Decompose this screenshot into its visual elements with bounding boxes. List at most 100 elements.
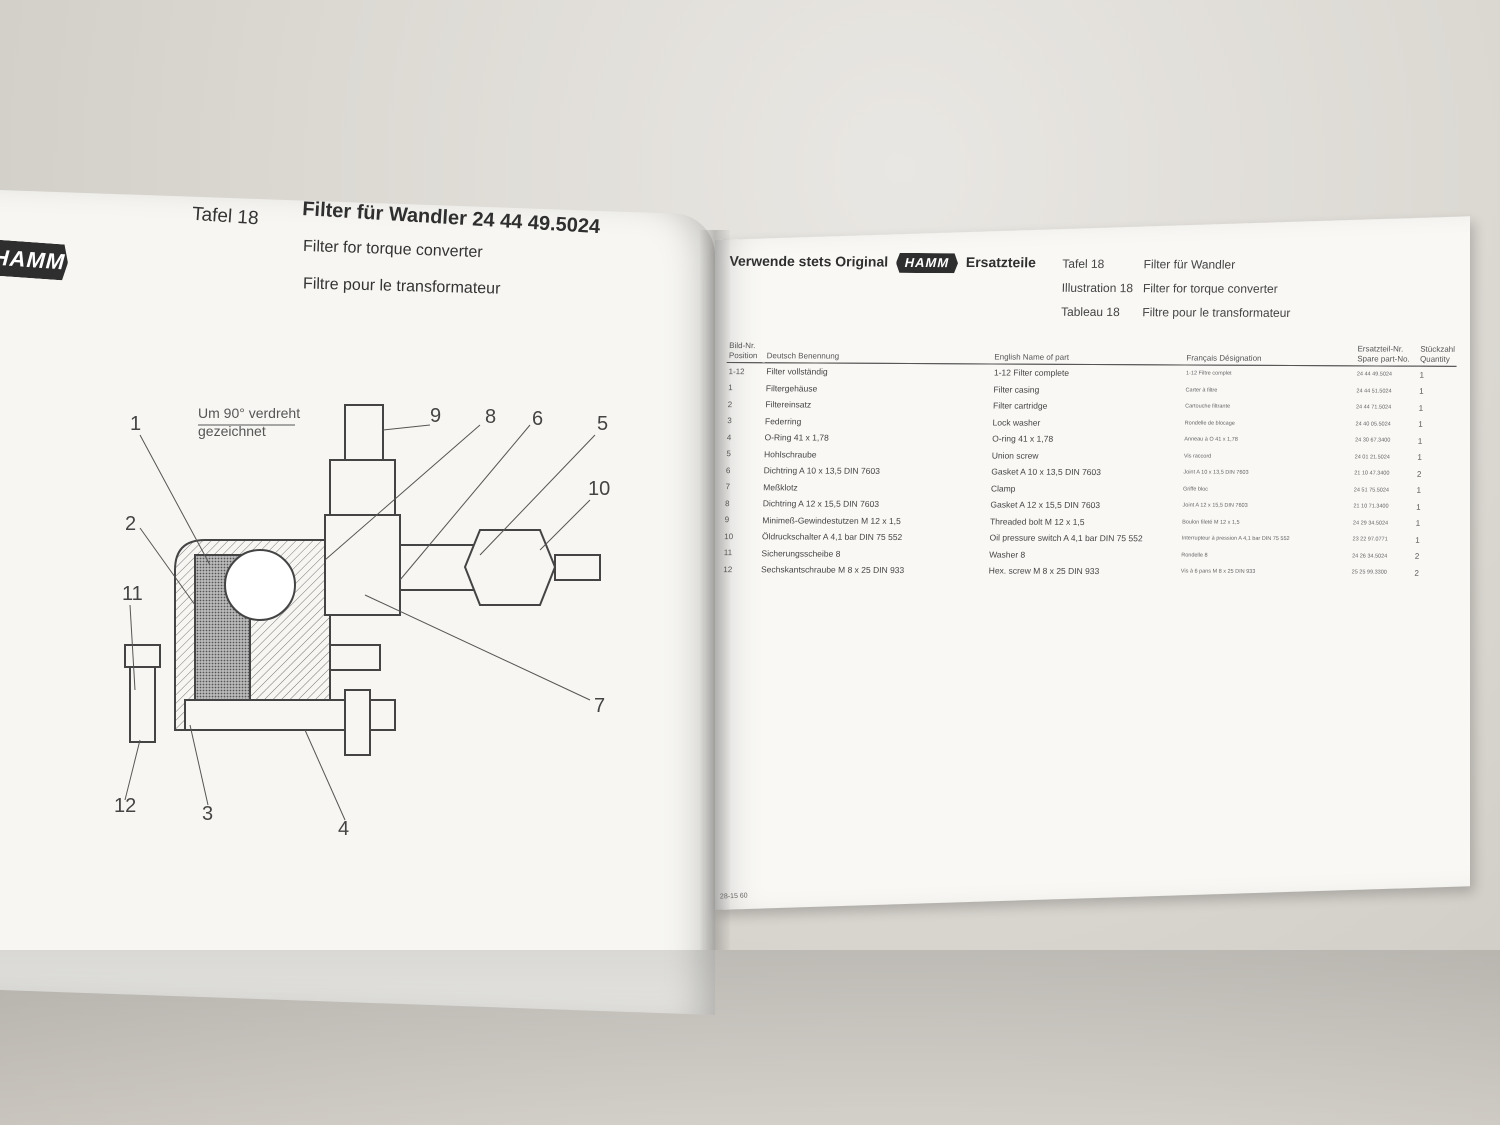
- cell-en: Clamp: [990, 483, 1016, 494]
- cell-de: Federring: [764, 416, 802, 427]
- cell-de: Dichtring A 10 x 13,5 DIN 7603: [763, 465, 881, 477]
- brand-line: Verwende stets Original HAMM Ersatzteile: [729, 252, 1036, 274]
- cell-pos: 11: [723, 548, 733, 558]
- cell-de: Öldruckschalter A 4,1 bar DIN 75 552: [761, 531, 903, 543]
- header-quantity: Stückzahl Quantity: [1417, 343, 1458, 367]
- cell-qty: 1: [1418, 403, 1424, 413]
- cell-pos: 4: [726, 432, 732, 442]
- tafel-row-label: Tafel 18: [1062, 256, 1105, 271]
- cell-qty: 1: [1418, 419, 1423, 429]
- cell-no: 23 22 97.0771: [1352, 536, 1388, 543]
- cell-fr: Griffe bloc: [1182, 486, 1209, 493]
- cell-de: Sechskantschraube M 8 x 25 DIN 933: [760, 564, 905, 576]
- filter-technical-drawing: 1 2 3 4 5 6 7 8 9 10 11 12 Um 90° verdre…: [114, 404, 610, 840]
- cell-de: Filter vollständig: [766, 366, 828, 377]
- cell-qty: 1: [1416, 502, 1421, 512]
- header-part-number: Ersatzteil-Nr. Spare part-No.: [1355, 343, 1419, 367]
- header-english: English Name of part: [992, 341, 1185, 365]
- page-code: 28-15 60: [719, 892, 748, 901]
- cell-fr: Rondelle de blocage: [1184, 420, 1235, 427]
- cell-fr: Interrupteur à pression A 4,1 bar DIN 75…: [1181, 535, 1290, 543]
- callout-8: 8: [485, 406, 496, 428]
- cell-fr: Joint A 12 x 15,5 DIN 7603: [1182, 502, 1248, 510]
- parts-list-section: Verwende stets Original HAMM Ersatzteile…: [715, 240, 1460, 624]
- cell-pos: 12: [723, 564, 733, 574]
- tafel-row-label: Tableau 18: [1060, 304, 1120, 320]
- cell-pos: 7: [725, 482, 731, 492]
- cell-fr: Joint A 10 x 13,5 DIN 7603: [1183, 469, 1249, 477]
- cell-en: O-ring 41 x 1,78: [992, 433, 1054, 445]
- cell-fr: Vis raccord: [1183, 453, 1212, 460]
- cell-qty: 2: [1414, 568, 1419, 578]
- cell-fr: Rondelle 8: [1181, 552, 1208, 559]
- tafel-label: Tafel 18: [191, 203, 260, 230]
- cell-no: 24 40 05.5024: [1355, 421, 1391, 428]
- cell-fr: Anneau à O 41 x 1,78: [1184, 436, 1238, 444]
- tafel-row-title: Filter for torque converter: [1142, 281, 1278, 296]
- tafel-row-title: Filtre pour le transformateur: [1142, 305, 1291, 320]
- cell-fr: Boulon fileté M 12 x 1,5: [1182, 519, 1240, 526]
- brand-prefix: Verwende stets Original: [729, 252, 889, 270]
- cell-no: 24 01 21.5024: [1354, 454, 1390, 461]
- cell-de: Sicherungsscheibe 8: [761, 548, 841, 559]
- cell-qty: 1: [1417, 436, 1423, 446]
- cell-de: Filtergehäuse: [765, 383, 818, 394]
- cell-fr: 1-12 Filtre complet: [1185, 370, 1232, 377]
- cell-pos: 3: [727, 416, 732, 426]
- callout-9: 9: [430, 405, 441, 427]
- cell-no: 24 44 51.5024: [1356, 388, 1392, 395]
- cell-en: Union screw: [991, 450, 1039, 461]
- cell-fr: Cartouche filtrante: [1185, 403, 1231, 410]
- callout-11: 11: [122, 583, 143, 605]
- book-gutter: [700, 230, 730, 950]
- cell-de: Hohlschraube: [763, 449, 817, 460]
- callout-12: 12: [114, 795, 136, 817]
- callout-3: 3: [202, 803, 213, 825]
- cell-no: 24 44 71.5024: [1355, 404, 1392, 411]
- cell-de: Minimeß-Gewindestutzen M 12 x 1,5: [762, 515, 901, 526]
- cell-en: Hex. screw M 8 x 25 DIN 933: [988, 565, 1100, 577]
- cell-qty: 1: [1415, 535, 1420, 545]
- cell-qty: 2: [1414, 551, 1420, 561]
- cell-pos: 6: [725, 465, 731, 475]
- tafel-row: Tableau 18 Filtre pour le transformateur: [1061, 300, 1291, 325]
- cell-en: 1-12 Filter complete: [993, 367, 1070, 379]
- cell-no: 24 51 75.5024: [1353, 487, 1390, 494]
- header-french: Français Désignation: [1184, 342, 1356, 366]
- cell-en: Filter cartridge: [992, 400, 1048, 411]
- callout-1: 1: [130, 413, 141, 435]
- cell-no: 24 44 49.5024: [1356, 371, 1393, 378]
- parts-table: Bild-Nr. Position Deutsch Benennung Engl…: [721, 340, 1458, 581]
- cell-pos: 10: [724, 531, 734, 541]
- cell-pos: 9: [724, 515, 730, 525]
- cell-pos: 1-12: [728, 366, 745, 376]
- cell-qty: 1: [1419, 386, 1424, 396]
- cell-no: 21 10 71.3400: [1353, 503, 1389, 510]
- tafel-row-title: Filter für Wandler: [1143, 257, 1236, 272]
- cell-pos: 2: [727, 399, 733, 409]
- tafel-row: Illustration 18 Filter for torque conver…: [1061, 276, 1291, 301]
- tafel-block: Tafel 18 Filter für Wandler Illustration…: [1061, 252, 1292, 325]
- cell-pos: 5: [726, 449, 731, 459]
- cell-de: Dichtring A 12 x 15,5 DIN 7603: [762, 498, 880, 510]
- cell-qty: 1: [1419, 370, 1425, 380]
- table-row: 12 Sechskantschraube M 8 x 25 DIN 933 Hex.…: [721, 561, 1451, 581]
- cell-en: Oil pressure switch A 4,1 bar DIN 75 552: [989, 532, 1143, 544]
- callout-2: 2: [125, 513, 136, 535]
- callout-7: 7: [594, 695, 605, 717]
- cell-no: 21 10 47.3400: [1354, 470, 1390, 477]
- header-position: Bild-Nr. Position: [726, 340, 766, 363]
- cell-de: O-Ring 41 x 1,78: [764, 432, 829, 443]
- cell-en: Threaded bolt M 12 x 1,5: [989, 516, 1085, 527]
- hamm-logo-small: HAMM: [896, 253, 959, 273]
- cell-de: Filtereinsatz: [765, 399, 812, 410]
- cell-de: Meßklotz: [763, 482, 798, 493]
- cell-qty: 1: [1417, 452, 1423, 462]
- cell-en: Gasket A 10 x 13,5 DIN 7603: [991, 466, 1102, 478]
- cell-qty: 2: [1416, 469, 1422, 479]
- drawing-note-rotated: Um 90° verdreht: [198, 405, 300, 421]
- cell-pos: 1: [728, 383, 733, 393]
- callout-5: 5: [597, 413, 608, 435]
- header-german: Deutsch Benennung: [764, 340, 993, 364]
- book-shadow: [0, 950, 1500, 1125]
